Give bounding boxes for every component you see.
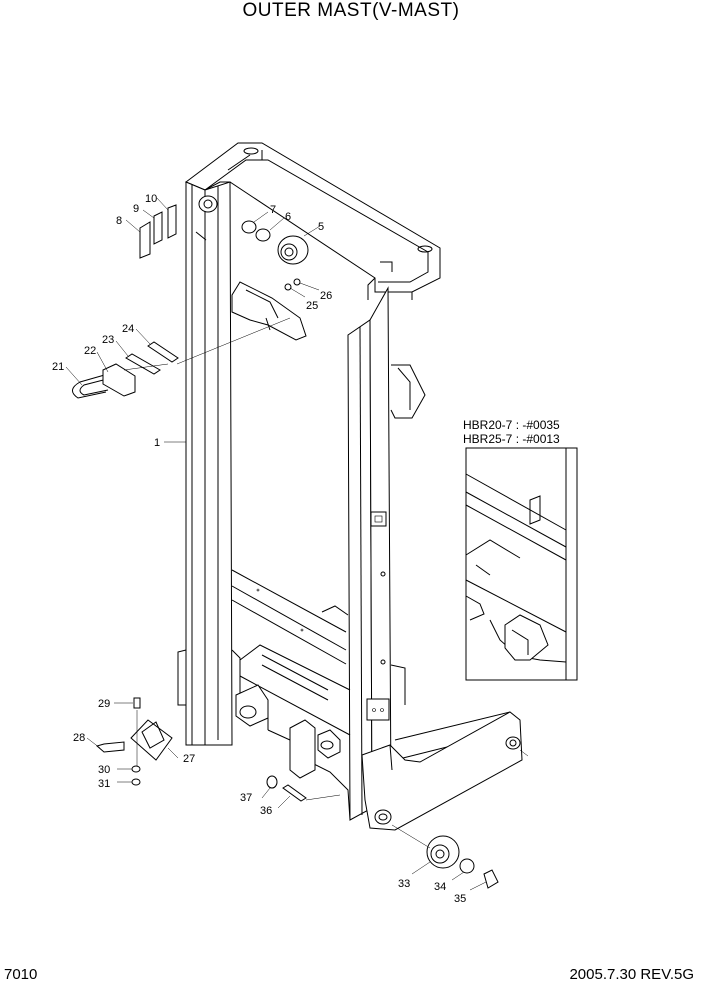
label-part-29: 29 — [98, 698, 110, 710]
label-part-23: 23 — [102, 334, 114, 346]
page-title: OUTER MAST(V-MAST) — [242, 0, 460, 21]
label-part-35: 35 — [454, 893, 466, 905]
label-part-33: 33 — [398, 878, 410, 890]
pin-and-nut — [266, 775, 307, 802]
label-part-26: 26 — [320, 290, 332, 302]
variant-note-hbr25: HBR25-7 : -#0013 — [463, 432, 560, 446]
label-part-9: 9 — [133, 203, 139, 215]
label-part-27: 27 — [183, 753, 195, 765]
label-part-10: 10 — [145, 193, 157, 205]
page-code: 7010 — [4, 966, 38, 983]
inset-detail-frame — [465, 447, 578, 681]
label-part-21: 21 — [52, 361, 64, 373]
variant-note-hbr20: HBR20-7 : -#0035 — [463, 418, 560, 432]
label-part-1: 1 — [154, 437, 160, 449]
top-crossmember — [185, 142, 441, 300]
label-part-22: 22 — [84, 345, 96, 357]
label-part-30: 30 — [98, 764, 110, 776]
upper-roller-assembly — [198, 195, 309, 265]
label-part-7: 7 — [270, 204, 276, 216]
label-part-25: 25 — [306, 300, 318, 312]
leader-lines — [65, 197, 529, 891]
part-number-labels: 1 5 6 7 8 9 10 21 22 23 24 25 26 27 28 2… — [52, 193, 466, 905]
label-part-8: 8 — [116, 215, 122, 227]
lower-stop-blocks — [289, 719, 341, 779]
label-part-28: 28 — [73, 732, 85, 744]
left-upright-channel — [177, 181, 241, 746]
stopper-bracket — [95, 697, 173, 786]
label-part-5: 5 — [318, 221, 324, 233]
revision-date: 2005.7.30 REV.5G — [569, 966, 694, 983]
lower-roller-assembly — [426, 835, 499, 889]
label-part-6: 6 — [285, 211, 291, 223]
u-bolt-clamp — [72, 341, 179, 399]
label-part-37: 37 — [240, 792, 252, 804]
right-upright-channel — [347, 286, 426, 821]
shim-plates — [139, 204, 177, 259]
label-part-36: 36 — [260, 805, 272, 817]
middle-cross-beam — [231, 569, 349, 665]
label-part-34: 34 — [434, 881, 446, 893]
hose-bracket — [231, 278, 307, 341]
lower-frame — [235, 644, 523, 831]
label-part-31: 31 — [98, 778, 110, 790]
label-part-24: 24 — [122, 323, 134, 335]
